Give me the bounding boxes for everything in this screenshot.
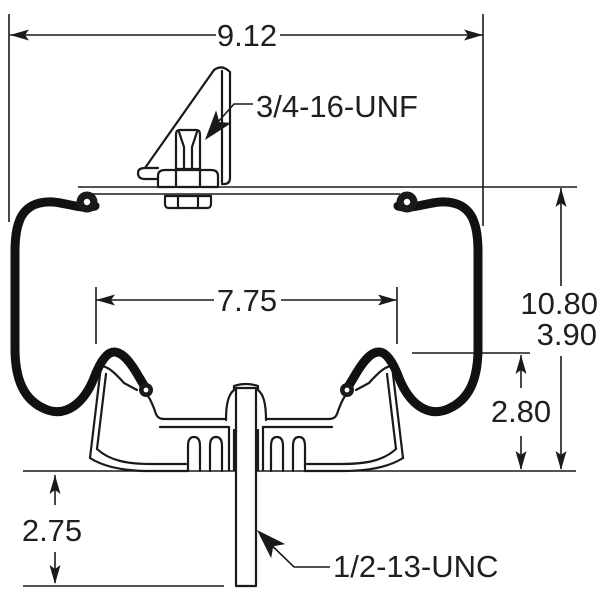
- top-stud: [156, 128, 220, 210]
- bracket-top-corner: [212, 66, 232, 74]
- dimension-lines: [10, 29, 567, 584]
- arrow-down-icon: [515, 451, 527, 470]
- piston-ledge-left: [158, 417, 231, 429]
- piston-right-skirt-inner: [305, 447, 398, 466]
- piston-left-outer-edge: [88, 364, 103, 460]
- label-overall-height: 10.80: [520, 286, 598, 321]
- piston-right-skirt-bottom: [303, 456, 405, 473]
- arrow-left-icon: [10, 29, 29, 41]
- bellows-right-outline: [343, 197, 483, 417]
- right-bead-ring-hole: [344, 387, 350, 393]
- air-fitting-collar: [163, 194, 213, 210]
- arrow-right-icon: [378, 294, 397, 306]
- piston-right-horn-inner: [327, 394, 347, 421]
- bead-plate-left-curl-hole: [83, 198, 91, 206]
- piston-foot-post: [208, 435, 224, 473]
- leader-arrow-icon: [257, 530, 286, 559]
- left-bead-ring-hole: [143, 387, 149, 393]
- top-stud-nut-facets: [174, 168, 202, 189]
- arrow-up-icon: [515, 355, 527, 374]
- bottom-stud: [234, 386, 258, 588]
- bead-plate-right-curl-hole: [403, 198, 411, 206]
- piston-foot-post: [269, 435, 285, 473]
- piston-center-boss: [224, 382, 268, 422]
- top-stud-chamfer: [177, 130, 199, 170]
- piston-ledge-right: [261, 417, 334, 429]
- arrow-down-icon: [49, 565, 61, 584]
- bellows-left-outline: [10, 197, 150, 417]
- label-secondary-height: 3.90: [537, 317, 597, 352]
- arrow-up-icon: [555, 188, 567, 207]
- label-top-thread: 3/4-16-UNF: [256, 89, 418, 124]
- top-stud-nut: [156, 168, 220, 189]
- label-piston-height: 2.80: [491, 394, 551, 429]
- label-stud-protrusion: 2.75: [22, 513, 82, 548]
- piston-left-skirt-inner: [95, 447, 188, 466]
- callout-leaders: [205, 103, 330, 568]
- piston-boss-walls: [227, 425, 265, 472]
- label-overall-width: 9.12: [217, 18, 277, 53]
- piston-right-outer-edge: [390, 364, 405, 460]
- arrow-left-icon: [96, 294, 115, 306]
- piston: [88, 364, 405, 473]
- piston-left-inner-edge: [95, 372, 108, 451]
- bracket-gusset-edge: [143, 68, 216, 170]
- label-piston-width: 7.75: [217, 283, 277, 318]
- piston-left-horn-inner: [146, 394, 166, 421]
- bead-plate: [76, 191, 418, 213]
- bracket-foot: [136, 166, 162, 181]
- piston-right-inner-edge: [385, 372, 398, 451]
- label-bottom-thread: 1/2-13-UNC: [333, 549, 498, 584]
- piston-foot-post: [186, 435, 202, 473]
- leader-arrow-icon: [205, 110, 232, 140]
- bottom-stud-shaft: [234, 386, 258, 588]
- bellows: [10, 197, 483, 417]
- arrow-right-icon: [464, 29, 483, 41]
- piston-left-skirt-bottom: [88, 456, 190, 473]
- arrow-up-icon: [49, 475, 61, 494]
- dimension-labels: 9.12 7.75 10.80 3.90 2.80 2.75 3/4-16-UN…: [22, 18, 598, 584]
- air-fitting-lines: [176, 194, 200, 210]
- arrow-down-icon: [555, 451, 567, 470]
- piston-foot-post: [291, 435, 307, 473]
